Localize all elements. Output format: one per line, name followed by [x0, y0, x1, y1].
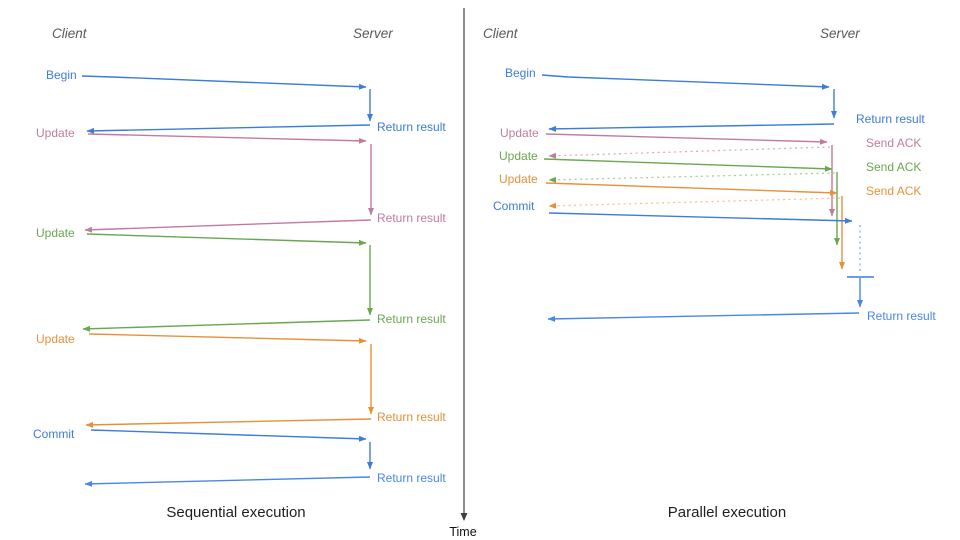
- right-begin-request-line: [541, 74, 830, 90]
- left-commit-label: Commit: [33, 427, 75, 441]
- left-server-header: Server: [353, 26, 393, 41]
- right-ack-dotted-line-3: [548, 197, 841, 209]
- right-return-line-5: [547, 312, 860, 322]
- right-ack-dotted-line-2: [548, 172, 836, 183]
- left-return-line-2: [84, 219, 372, 233]
- time-axis-label: Time: [449, 525, 476, 539]
- right-begin-label: Begin: [505, 66, 536, 80]
- right-send-ack-label-2: Send ACK: [866, 160, 921, 174]
- right-client-header: Client: [483, 26, 519, 41]
- left-begin-label: Begin: [46, 68, 77, 82]
- left-update-request-line-2: [86, 233, 367, 246]
- left-return-line-1: [86, 124, 371, 134]
- left-update-label-1: Update: [36, 126, 75, 140]
- left-return-result-label-2: Return result: [377, 211, 446, 225]
- left-begin-request-line: [81, 75, 367, 90]
- right-send-ack-label-3: Send ACK: [866, 184, 921, 198]
- left-commit-request-line: [90, 429, 367, 442]
- left-return-result-label-5: Return result: [377, 471, 446, 485]
- left-update-request-line-1: [87, 133, 367, 144]
- left-return-result-label-1: Return result: [377, 120, 446, 134]
- left-return-line-3: [82, 319, 371, 332]
- left-return-line-4: [85, 418, 372, 428]
- right-commit-label: Commit: [493, 199, 535, 213]
- right-update-request-line-3: [545, 182, 838, 196]
- left-update-label-2: Update: [36, 226, 75, 240]
- left-return-line-5: [84, 476, 371, 487]
- left-return-result-label-3: Return result: [377, 312, 446, 326]
- right-return-result-label-1: Return result: [856, 112, 925, 126]
- right-server-header: Server: [820, 26, 860, 41]
- right-return-line-1: [548, 123, 835, 132]
- left-client-header: Client: [52, 26, 88, 41]
- right-update-label-1: Update: [500, 126, 539, 140]
- right-update-request-line-1: [545, 133, 828, 145]
- right-return-result-label-5: Return result: [867, 309, 936, 323]
- right-update-label-2: Update: [499, 149, 538, 163]
- right-commit-request-line: [548, 212, 853, 224]
- right-update-request-line-2: [543, 158, 833, 172]
- right-panel-caption: Parallel execution: [668, 504, 786, 521]
- right-ack-dotted-line-1: [548, 146, 831, 159]
- left-panel-caption: Sequential execution: [166, 504, 305, 521]
- left-update-label-3: Update: [36, 332, 75, 346]
- left-update-request-line-3: [88, 333, 367, 344]
- right-update-label-3: Update: [499, 172, 538, 186]
- left-return-result-label-4: Return result: [377, 410, 446, 424]
- right-send-ack-label-1: Send ACK: [866, 136, 921, 150]
